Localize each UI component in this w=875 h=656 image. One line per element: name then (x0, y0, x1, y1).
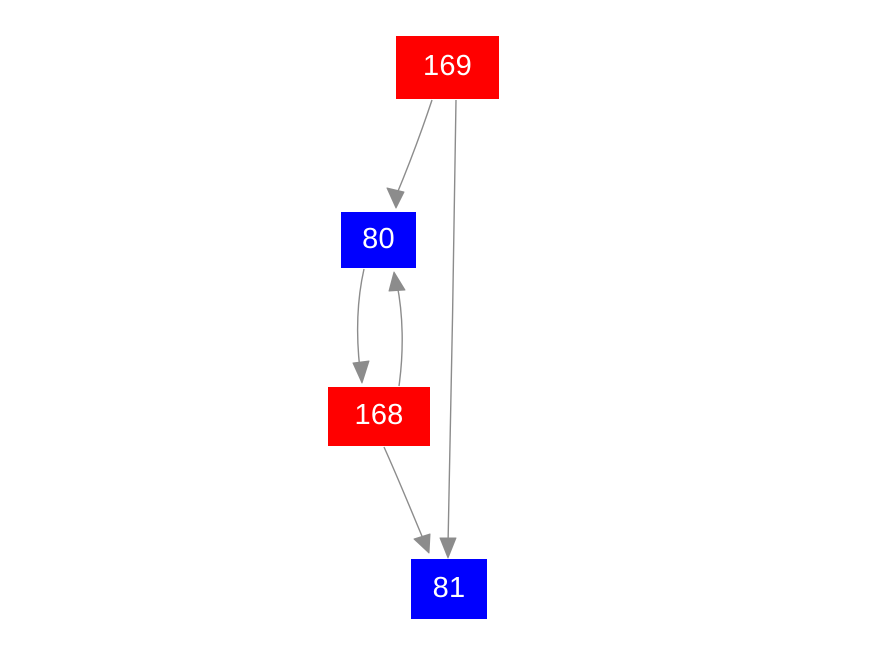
arrowhead-icon (413, 533, 431, 554)
edge-line (395, 99, 433, 197)
graph-node-label: 80 (362, 222, 395, 255)
graph-node-169[interactable]: 169 (396, 36, 499, 99)
graph-edge (386, 99, 433, 209)
graph-edge (352, 268, 370, 384)
graph-node-label: 169 (423, 50, 472, 82)
graph-node-80[interactable]: 80 (341, 212, 416, 268)
edge-line (383, 446, 425, 542)
edge-line (356, 268, 365, 371)
arrowhead-icon (352, 360, 370, 384)
edge-line (447, 99, 457, 546)
arrowhead-icon (439, 537, 457, 559)
graph-node-label: 168 (354, 399, 404, 431)
graph-node-label: 81 (432, 571, 466, 604)
arrowhead-icon (386, 187, 405, 209)
arrowhead-icon (388, 271, 406, 292)
graph-node-81[interactable]: 81 (411, 559, 487, 619)
graph-edge (383, 446, 431, 554)
graph-edge (439, 99, 457, 559)
graph-edge (388, 271, 406, 387)
edge-line (396, 283, 403, 387)
graph-node-168[interactable]: 168 (328, 387, 430, 446)
